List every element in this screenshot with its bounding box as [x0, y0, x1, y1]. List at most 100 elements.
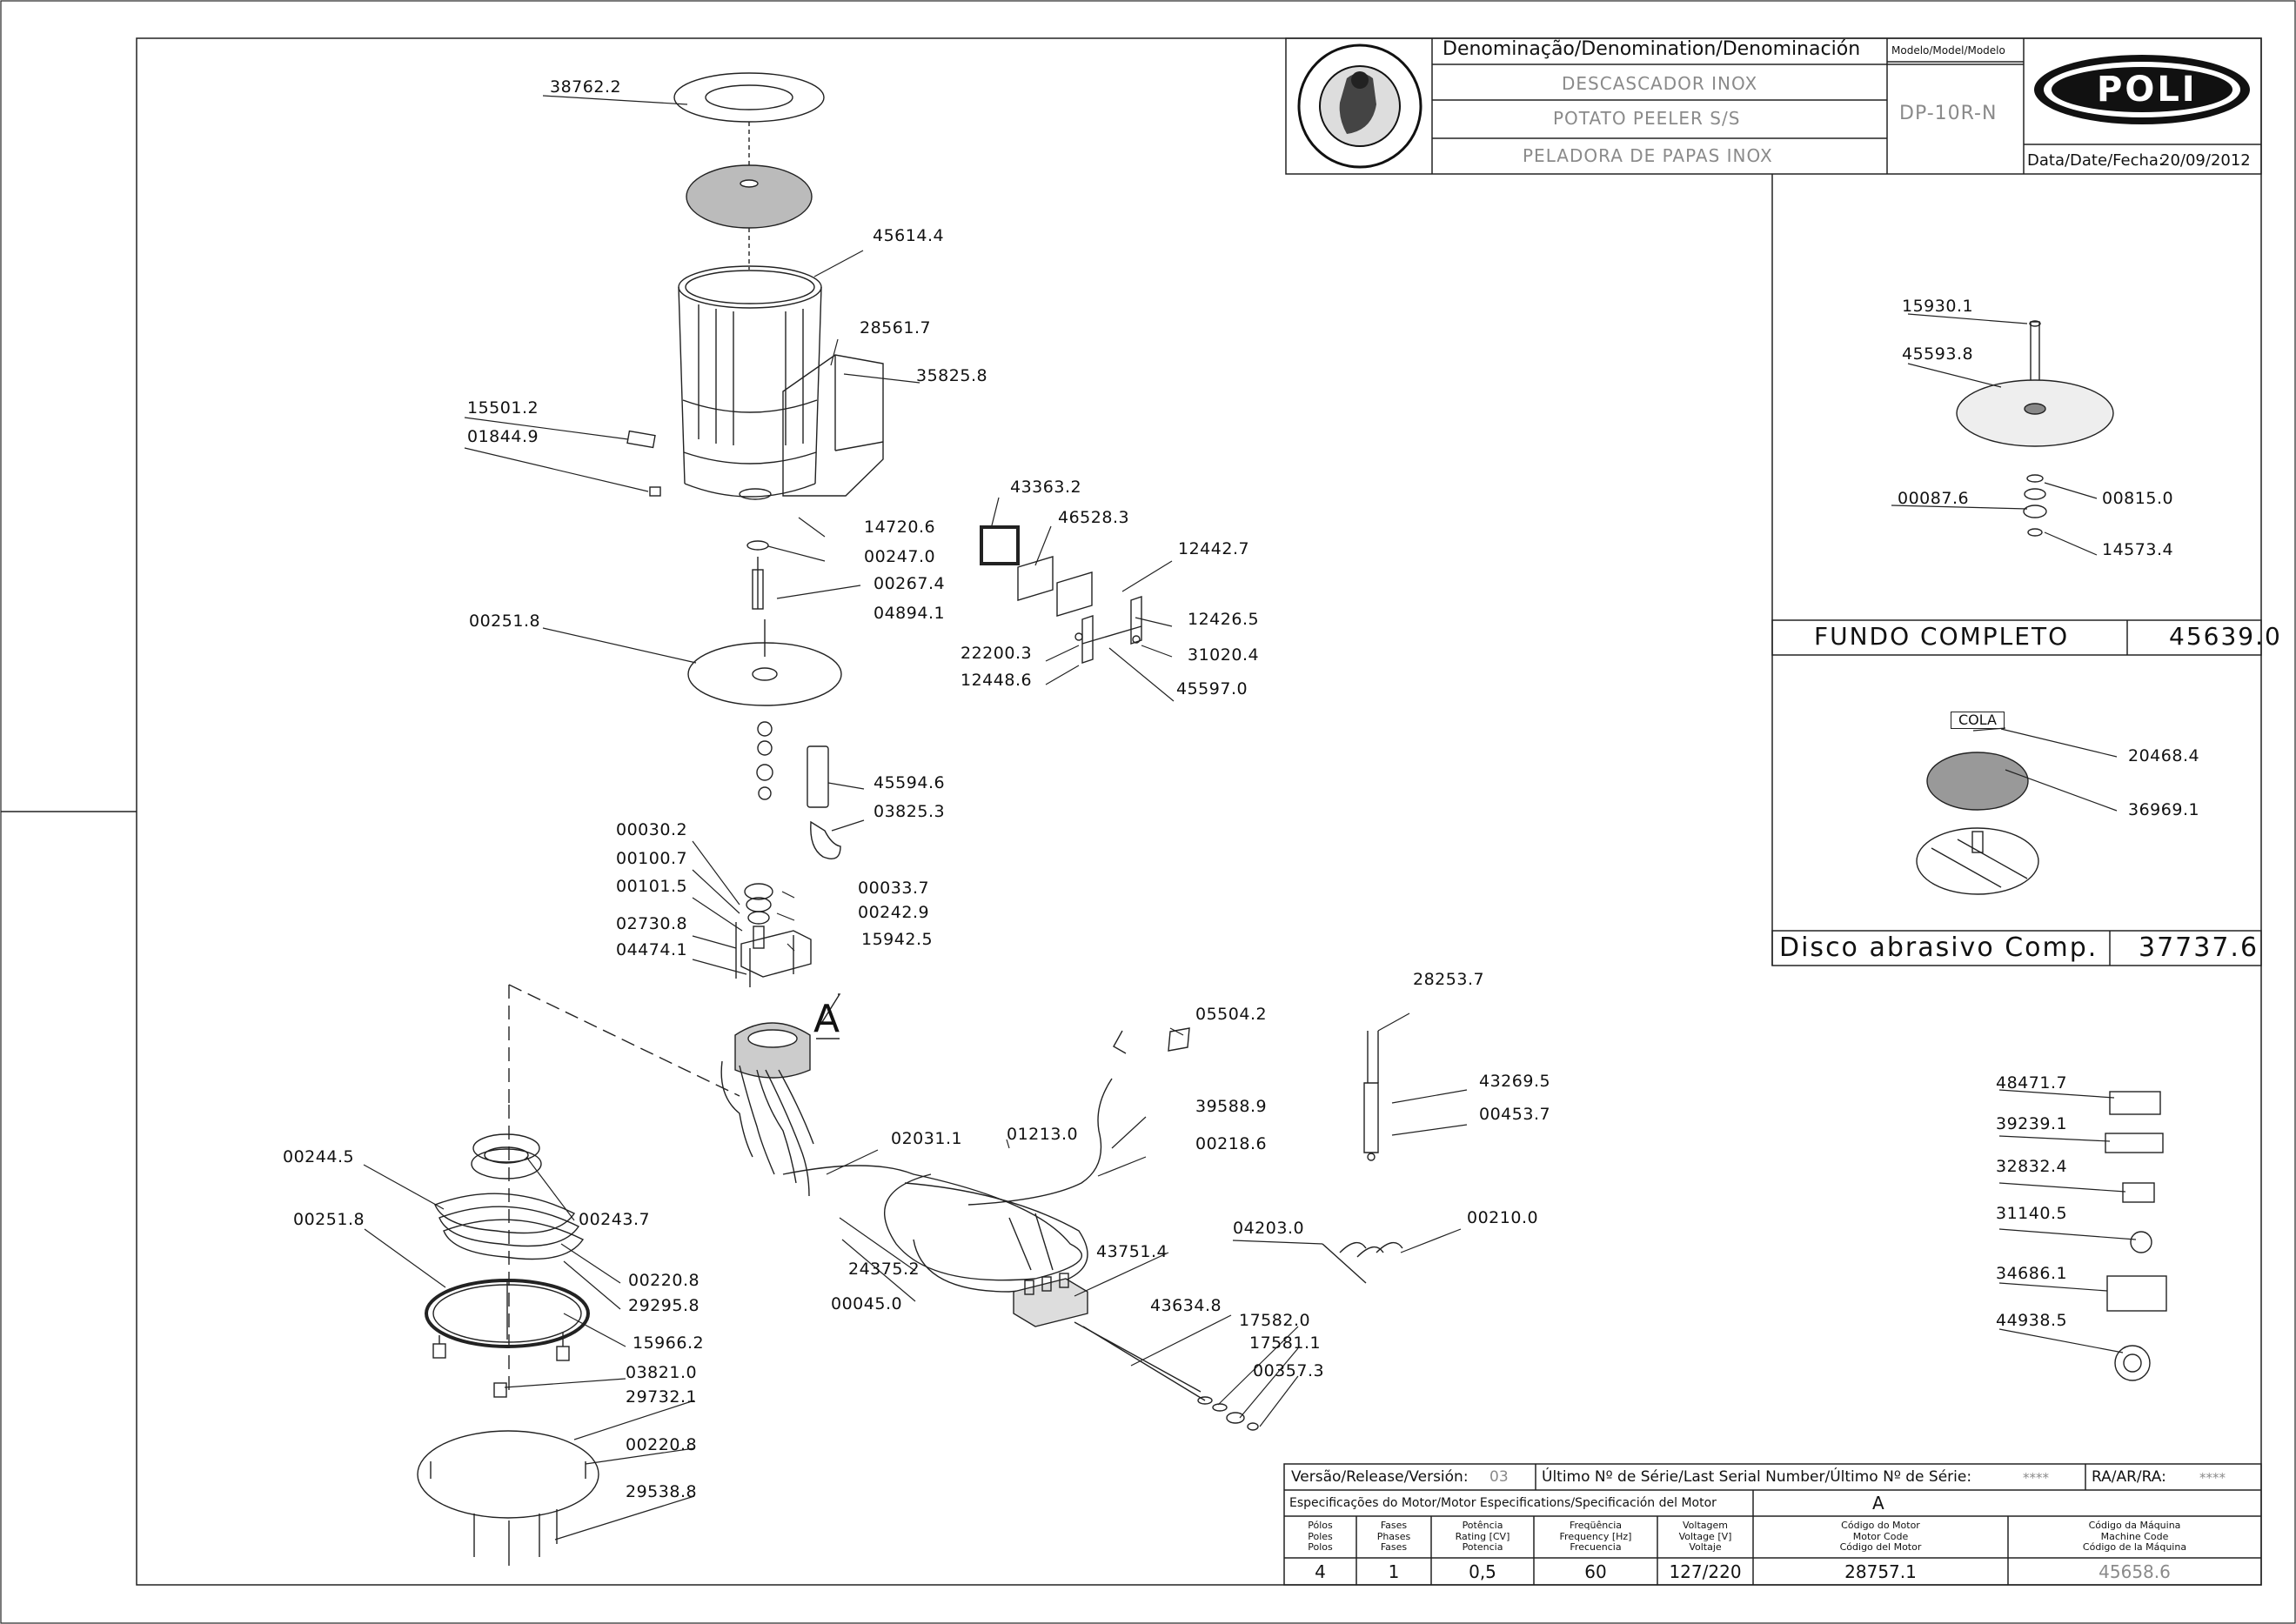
frequency-value: 60	[1584, 1561, 1607, 1582]
part-label: 05504.2	[1195, 1005, 1268, 1024]
col-frequency: Freqüência Frequency [Hz] Frecuencia	[1559, 1520, 1632, 1554]
part-label: 00251.8	[469, 612, 541, 631]
part-label: 00267.4	[874, 574, 946, 593]
part-label: 02031.1	[891, 1129, 963, 1148]
part-label: 00242.9	[858, 903, 930, 922]
serial-label: Último Nº de Série/Last Serial Number/Úl…	[1542, 1468, 1972, 1486]
part-label: 15966.2	[633, 1333, 705, 1353]
label-decals	[2105, 1091, 2167, 1381]
disco-abrasivo-drawing	[1916, 752, 2039, 895]
part-label: 00453.7	[1479, 1105, 1551, 1124]
part-label: 29538.8	[626, 1482, 698, 1501]
part-label: 00045.0	[831, 1294, 903, 1313]
phases-value: 1	[1388, 1561, 1400, 1582]
main-assembly-drawing	[417, 72, 1403, 1566]
part-label: 43751.4	[1096, 1242, 1168, 1261]
part-label: 00247.0	[864, 547, 936, 566]
denomination-header: Denominação/Denomination/Denominación	[1443, 38, 1861, 60]
part-label: 43634.8	[1150, 1296, 1222, 1315]
part-label: 35825.8	[916, 366, 988, 385]
cola-tag: COLA	[1951, 712, 2005, 729]
release-label: Versão/Release/Versión:	[1291, 1468, 1469, 1486]
col-voltage: Voltagem Voltage [V] Voltaje	[1678, 1520, 1732, 1554]
col-poles: Pólos Poles Polos	[1308, 1520, 1333, 1554]
part-label: 00210.0	[1467, 1208, 1539, 1227]
part-label: 04203.0	[1233, 1219, 1305, 1238]
name-es: PELADORA DE PAPAS INOX	[1523, 145, 1773, 166]
disco-title: Disco abrasivo Comp.	[1779, 932, 2099, 963]
part-label: 04894.1	[874, 604, 946, 623]
part-label: 03821.0	[626, 1363, 698, 1382]
leader-lines	[363, 95, 2137, 1540]
part-label: 00244.5	[283, 1147, 355, 1166]
power-value: 0,5	[1469, 1561, 1496, 1582]
part-label: 48471.7	[1996, 1073, 2068, 1093]
revision-value: A	[1872, 1493, 1884, 1514]
release-value: 03	[1489, 1468, 1509, 1486]
part-label: 15501.2	[467, 398, 539, 418]
poles-value: 4	[1315, 1561, 1326, 1582]
part-label: 15942.5	[861, 930, 934, 949]
fundo-completo-drawing	[1956, 320, 2114, 537]
part-label: 29295.8	[628, 1296, 700, 1315]
part-label: 04474.1	[616, 940, 688, 959]
part-label: 34686.1	[1996, 1264, 2068, 1283]
voltage-value: 127/220	[1669, 1561, 1742, 1582]
part-label: 02730.8	[616, 914, 688, 933]
model-value: DP-10R-N	[1899, 103, 1998, 124]
part-label: 15930.1	[1902, 297, 1974, 316]
part-label: 38762.2	[550, 77, 622, 97]
name-en: POTATO PEELER S/S	[1553, 108, 1741, 129]
part-label: 01844.9	[467, 427, 539, 446]
part-label: 45597.0	[1176, 679, 1248, 698]
part-label: 31140.5	[1996, 1204, 2068, 1223]
part-label: 32832.4	[1996, 1157, 2068, 1176]
col-motor-code: Código do Motor Motor Code Código del Mo…	[1839, 1520, 1922, 1554]
part-label: 45593.8	[1902, 344, 1974, 364]
ra-label: RA/AR/RA:	[2092, 1468, 2166, 1486]
callout-a: A	[813, 997, 840, 1041]
part-label: 00218.6	[1195, 1134, 1268, 1153]
fundo-title: FUNDO COMPLETO	[1814, 622, 2070, 651]
part-label: 00101.5	[616, 877, 688, 896]
part-label: 17581.1	[1249, 1333, 1322, 1353]
part-label: 03825.3	[874, 802, 946, 821]
disco-code: 37737.6	[2139, 932, 2259, 963]
part-label: 43269.5	[1479, 1072, 1551, 1091]
part-label: 45614.4	[873, 226, 945, 245]
part-label: 22200.3	[961, 644, 1033, 663]
part-label: 00033.7	[858, 879, 930, 898]
part-label: 20468.4	[2128, 746, 2200, 765]
part-label: 24375.2	[848, 1260, 920, 1279]
col-machine-code: Código da Máquina Machine Code Código de…	[2082, 1520, 2187, 1554]
date-value: 20/09/2012	[2160, 151, 2251, 170]
col-power: Potência Rating [CV] Potencia	[1455, 1520, 1510, 1554]
motor-spec-label: Especificações do Motor/Motor Especifica…	[1289, 1496, 1717, 1510]
model-header: Modelo/Model/Modelo	[1891, 44, 2005, 57]
part-label: 00087.6	[1898, 489, 1970, 508]
part-label: 17582.0	[1239, 1311, 1311, 1330]
part-label: 39239.1	[1996, 1114, 2068, 1133]
part-label: 29732.1	[626, 1387, 698, 1407]
name-pt: DESCASCADOR INOX	[1562, 73, 1758, 94]
motor-code-value: 28757.1	[1844, 1561, 1917, 1582]
part-label: 43363.2	[1010, 478, 1082, 497]
part-label: 00243.7	[579, 1210, 651, 1229]
machine-code-value: 45658.6	[2099, 1561, 2171, 1582]
part-label: 45594.6	[874, 773, 946, 792]
part-label: 00815.0	[2102, 489, 2174, 508]
ra-value: ****	[2199, 1470, 2226, 1486]
part-label: 39588.9	[1195, 1097, 1268, 1116]
date-label: Data/Date/Fecha:	[2027, 151, 2164, 170]
part-label: 28253.7	[1413, 970, 1485, 989]
part-label: 12426.5	[1188, 610, 1260, 629]
serial-value: ****	[2023, 1470, 2049, 1486]
col-phases: Fases Phases Fases	[1376, 1520, 1411, 1554]
part-label: 01213.0	[1007, 1125, 1079, 1144]
part-label: 00220.8	[628, 1271, 700, 1290]
part-label: 46528.3	[1058, 508, 1130, 527]
part-label: 00100.7	[616, 849, 688, 868]
part-label: 28561.7	[860, 318, 932, 337]
part-label: 00357.3	[1253, 1361, 1325, 1380]
